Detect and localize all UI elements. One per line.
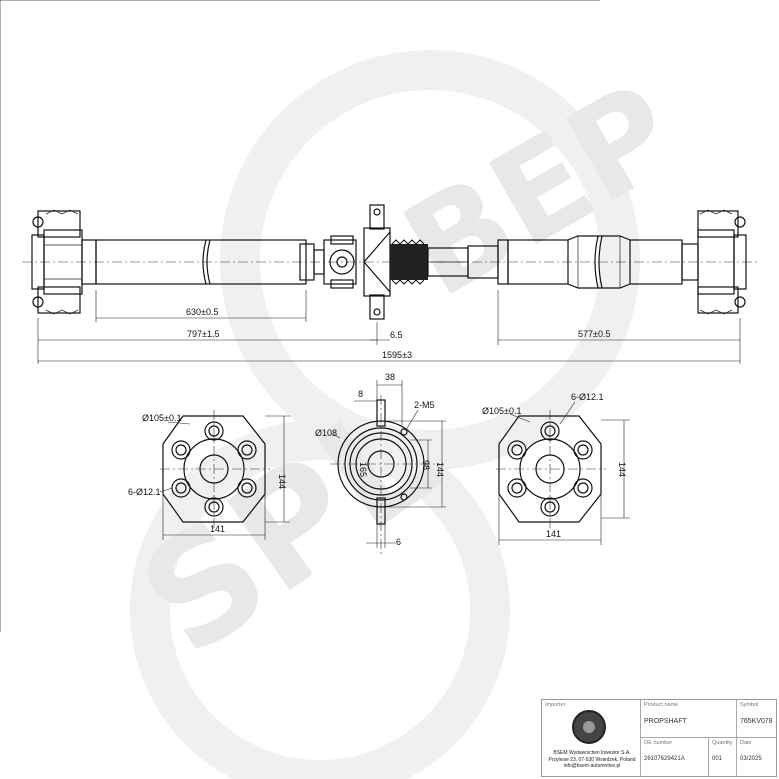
right-hole-spec: 6-Ø12.1 (571, 392, 604, 402)
dim-overall-length: 1595±3 (382, 350, 412, 360)
qty-label: Quantity (712, 740, 733, 746)
left-tube (95, 239, 325, 285)
right-flange-width: 141 (546, 529, 561, 539)
product-label: Product name (644, 702, 679, 708)
oe-cell: OE number 26107629421A (640, 738, 708, 776)
symbol-value: 765KV078 (740, 718, 773, 725)
dim-tube-length: 630±0.5 (186, 307, 218, 317)
symbol-label: Symbol (740, 702, 759, 708)
right-flange-front-view: Ø105±0.1 6-Ø12.1 144 141 (482, 392, 630, 545)
bearing-inner-height: 165 (358, 462, 368, 477)
left-flange-height: 144 (277, 474, 287, 489)
right-flange-bolt-holes (507, 421, 593, 517)
oe-label: OE number (644, 740, 673, 746)
symbol-cell: Symbol 765KV078 (736, 700, 776, 738)
right-bolt-circle: Ø105±0.1 (482, 406, 521, 416)
right-tube (507, 235, 699, 289)
importer-label: Importer (545, 702, 566, 708)
date-label: Date (740, 740, 752, 746)
right-flange-height: 144 (617, 462, 627, 477)
qty-value: 001 (712, 756, 723, 762)
product-cell: Product name PROPSHAFT (640, 700, 736, 738)
bearing-bore: 98 (421, 460, 431, 470)
date-value: 03/2025 (740, 756, 762, 762)
bearing-tab-width: 8 (358, 389, 363, 399)
bearing-bottom-width: 6 (396, 537, 401, 547)
company-address: BSEM Wydawnictwo Inwestor S.A. Przylesie… (548, 750, 636, 769)
side-view-dimensions: 630±0.5 797±1.5 6.5 577±0.5 1595±3 (37, 290, 741, 364)
center-bearing-front-view: 38 8 2-M5 Ø108 165 98 144 6 (315, 372, 446, 555)
dim-center-offset: 6.5 (390, 330, 403, 340)
bearing-thread: 2-M5 (414, 400, 435, 410)
left-bolt-circle: Ø105±0.1 (142, 413, 181, 423)
dim-front-section: 797±1.5 (187, 329, 219, 339)
left-flange-width: 141 (210, 524, 225, 534)
company-logo (572, 710, 606, 744)
right-flange-side (697, 209, 747, 315)
oe-value: 26107629421A (644, 756, 685, 762)
title-block: Importer BSEM Wydawnictwo Inwestor S.A. … (541, 699, 777, 777)
qty-cell: Quantity 001 (708, 738, 736, 776)
product-value: PROPSHAFT (644, 718, 687, 725)
center-joint-side (323, 204, 509, 320)
importer-cell: Importer BSEM Wydawnictwo Inwestor S.A. … (542, 700, 640, 776)
left-flange-side (31, 209, 97, 315)
date-cell: Date 03/2025 (736, 738, 776, 776)
dim-rear-section: 577±0.5 (578, 329, 610, 339)
bearing-diameter: Ø108 (315, 428, 337, 438)
bearing-top-width: 38 (385, 372, 395, 382)
left-flange-front-view: Ø105±0.1 6-Ø12.1 144 141 (128, 410, 290, 540)
bearing-height: 144 (435, 462, 445, 477)
left-hole-spec: 6-Ø12.1 (128, 487, 161, 497)
